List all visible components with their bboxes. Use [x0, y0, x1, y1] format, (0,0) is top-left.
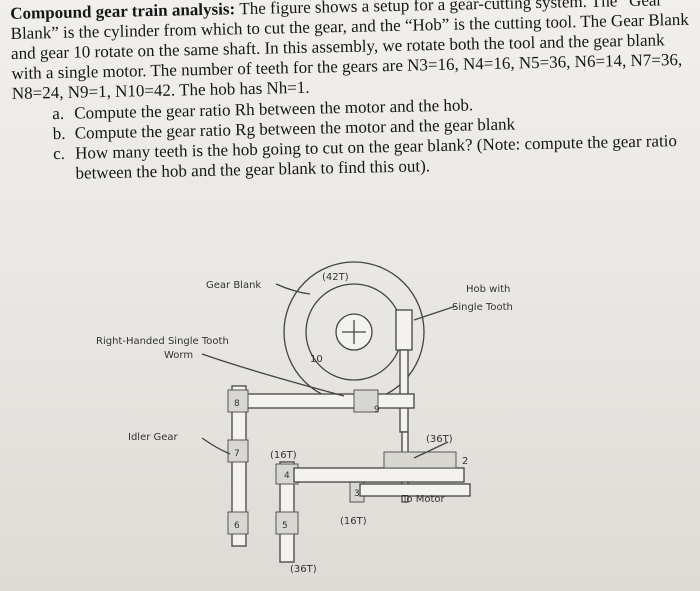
- label-42t: (42T): [322, 272, 349, 283]
- problem-statement: Compound gear train analysis: The figure…: [10, 0, 696, 185]
- label-36t-bottom: (36T): [290, 564, 317, 575]
- label-gear-3: 3: [354, 489, 360, 499]
- label-gear-blank: Gear Blank: [206, 280, 261, 291]
- question-list: a. Compute the gear ratio Rh between the…: [12, 91, 696, 185]
- gear-7-block: [227, 439, 249, 463]
- label-worm-line2: Worm: [164, 350, 193, 361]
- leader-gear-blank: [275, 283, 311, 295]
- label-16t-upper: (16T): [270, 450, 297, 461]
- gear-8-block: [227, 389, 249, 413]
- label-gear-8: 8: [234, 399, 240, 409]
- label-16t-lower: (16T): [340, 516, 367, 527]
- gear-train-figure: Gear Blank (42T) Hob with Single Tooth R…: [84, 261, 604, 582]
- hob-body: [395, 309, 413, 351]
- motor-shaft: [359, 483, 471, 497]
- label-gear-6: 6: [234, 521, 240, 531]
- label-36t-right: (36T): [426, 434, 453, 445]
- leader-idler: [201, 437, 231, 455]
- question-marker: a.: [52, 103, 65, 124]
- leader-worm: [201, 353, 345, 397]
- hob-shaft: [399, 349, 409, 433]
- label-gear-7: 7: [234, 449, 240, 459]
- label-gear-10: 10: [310, 354, 323, 365]
- leader-gear-2: [413, 441, 449, 459]
- horizontal-bar-upper: [293, 467, 465, 483]
- question-marker: b.: [52, 123, 66, 144]
- worm-gear-9: [353, 389, 379, 413]
- label-gear-9: 9: [374, 405, 380, 415]
- label-to-motor: To Motor: [401, 494, 445, 505]
- leader-hob: [413, 305, 457, 321]
- gear-2-wedge: [383, 451, 457, 469]
- question-marker: c.: [52, 143, 66, 164]
- gear-5-block: [275, 511, 299, 535]
- label-hob-line2: Single Tooth: [452, 302, 513, 313]
- gear-train-diagram: Gear Blank (42T) Hob with Single Tooth R…: [96, 261, 513, 575]
- label-gear-2: 2: [462, 456, 468, 467]
- label-gear-4: 4: [284, 471, 290, 481]
- label-gear-5: 5: [282, 521, 288, 531]
- label-idler-gear: Idler Gear: [128, 432, 179, 443]
- gear-6-block: [227, 511, 249, 535]
- label-worm-line1: Right-Handed Single Tooth: [96, 336, 229, 347]
- problem-intro: Compound gear train analysis: The figure…: [10, 0, 694, 104]
- label-hob-line1: Hob with: [466, 284, 510, 295]
- worm-shaft: [243, 393, 415, 409]
- left-shaft-column: [231, 385, 247, 547]
